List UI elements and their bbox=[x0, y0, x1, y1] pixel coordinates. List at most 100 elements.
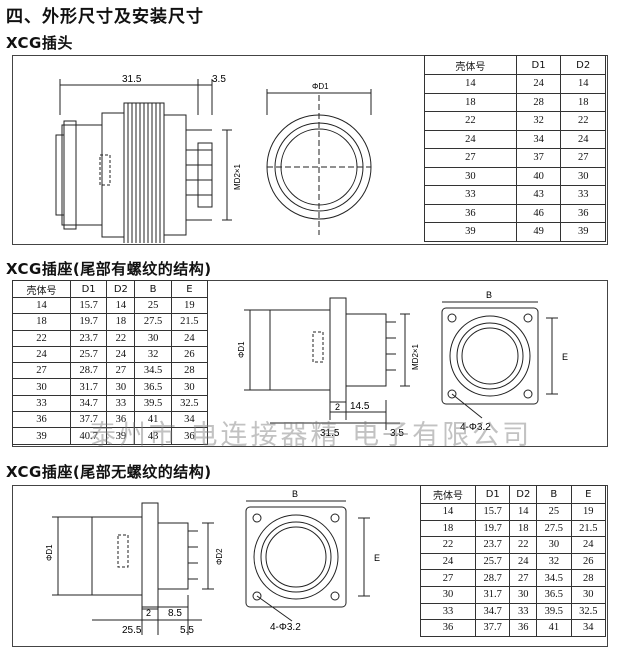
dim-gap-label: 2 bbox=[335, 402, 340, 412]
table-cell: 25 bbox=[536, 503, 572, 521]
table-cell: 33 bbox=[419, 602, 477, 621]
table-cell: 33 bbox=[560, 185, 606, 205]
dim-d2-label: ΦD2 bbox=[215, 548, 224, 565]
page-title: 四、外形尺寸及安装尺寸 bbox=[6, 7, 204, 27]
table-cell: 34 bbox=[570, 619, 607, 637]
table-cell: 39.5 bbox=[134, 394, 172, 413]
table-cell: 34.7 bbox=[70, 394, 108, 413]
table-cell: 32 bbox=[134, 345, 172, 364]
section3-title: XCG插座(尾部无螺纹的结构) bbox=[6, 463, 212, 481]
socket-threaded-drawing: ΦD1 MD2×1 2 14.5 31.5 3.5 B E 4-Φ3.2 bbox=[237, 290, 568, 439]
dim-length-label: 31.5 bbox=[122, 74, 142, 85]
table-cell: 30 bbox=[134, 329, 172, 347]
table-cell: 33 bbox=[106, 394, 136, 413]
dim-len3-label: 25.5 bbox=[122, 625, 142, 636]
watermark: 泰州市 电连接器精 电子有限公司 bbox=[88, 420, 533, 451]
table-cell: 24 bbox=[106, 345, 136, 364]
table-cell: 27 bbox=[509, 569, 538, 587]
table-header: D2 bbox=[106, 280, 136, 298]
dim-len2-label: 8.5 bbox=[168, 608, 182, 619]
section1-title: XCG插头 bbox=[6, 34, 73, 52]
table-cell: 24 bbox=[509, 552, 538, 571]
table-cell: 30 bbox=[419, 585, 477, 604]
table-cell: 28 bbox=[570, 569, 607, 587]
table-cell: 40 bbox=[515, 166, 562, 186]
table-cell: 21.5 bbox=[170, 313, 209, 331]
table-cell: 24 bbox=[570, 536, 607, 554]
table-cell: 14 bbox=[509, 503, 538, 521]
table-cell: 24 bbox=[560, 129, 606, 149]
table-cell: 22 bbox=[106, 329, 136, 347]
table-cell: 30 bbox=[11, 378, 72, 396]
table-cell: 37 bbox=[515, 148, 562, 168]
table-cell: 33 bbox=[11, 394, 72, 413]
table-cell: 37.7 bbox=[475, 619, 511, 637]
table-cell: 18 bbox=[424, 92, 517, 112]
dim-len2-label: 31.5 bbox=[320, 428, 340, 439]
table-cell: 39.5 bbox=[536, 602, 572, 621]
table-cell: 33 bbox=[509, 602, 538, 621]
table-cell: 46 bbox=[515, 203, 562, 223]
table-cell: 36.5 bbox=[134, 378, 172, 396]
table-cell: 30 bbox=[170, 378, 209, 396]
dim-holes-label: 4-Φ3.2 bbox=[270, 622, 301, 633]
table-cell: 23.7 bbox=[70, 329, 108, 347]
table-cell: 19 bbox=[570, 503, 607, 521]
table-cell: 27 bbox=[424, 148, 517, 168]
table-cell: 34 bbox=[515, 129, 562, 149]
dim-len1-label: 14.5 bbox=[350, 401, 370, 412]
table-cell: 22 bbox=[509, 536, 538, 554]
table-cell: 32 bbox=[536, 552, 572, 571]
dim-b-label: B bbox=[486, 290, 492, 300]
dim-offset-label: 3.5 bbox=[212, 74, 226, 85]
table-header: D1 bbox=[70, 280, 108, 298]
table-cell: 14 bbox=[424, 74, 517, 94]
table-cell: 22 bbox=[560, 111, 606, 131]
table-cell: 31.7 bbox=[70, 378, 108, 396]
table-cell: 19 bbox=[170, 296, 209, 315]
table-cell: 43 bbox=[515, 185, 562, 205]
dim-holes-label: 4-Φ3.2 bbox=[460, 422, 491, 433]
table-cell: 21.5 bbox=[570, 519, 607, 538]
table-cell: 27.5 bbox=[134, 313, 172, 331]
table-header: 壳体号 bbox=[424, 55, 517, 75]
dim-d1-label: ΦD1 bbox=[312, 82, 329, 91]
table-cell: 30 bbox=[536, 536, 572, 554]
table-cell: 14 bbox=[106, 296, 136, 315]
dim-len3-label: 3.5 bbox=[390, 428, 404, 439]
table-cell: 28.7 bbox=[475, 569, 511, 587]
table-cell: 25.7 bbox=[70, 345, 108, 364]
table-header: D2 bbox=[509, 485, 538, 504]
table-cell: 27 bbox=[560, 148, 606, 168]
table-cell: 27 bbox=[106, 362, 136, 380]
table-header: 壳体号 bbox=[419, 485, 477, 504]
table-cell: 24 bbox=[419, 552, 477, 571]
table-cell: 24 bbox=[424, 129, 517, 149]
table-cell: 22 bbox=[11, 329, 72, 347]
dim-d1-label: ΦD1 bbox=[45, 544, 54, 561]
table-cell: 24 bbox=[11, 345, 72, 364]
table-cell: 34.7 bbox=[475, 602, 511, 621]
table-cell: 32.5 bbox=[570, 602, 607, 621]
table-cell: 41 bbox=[536, 619, 572, 637]
table-cell: 40.7 bbox=[70, 427, 108, 445]
table-header: E bbox=[170, 280, 209, 298]
